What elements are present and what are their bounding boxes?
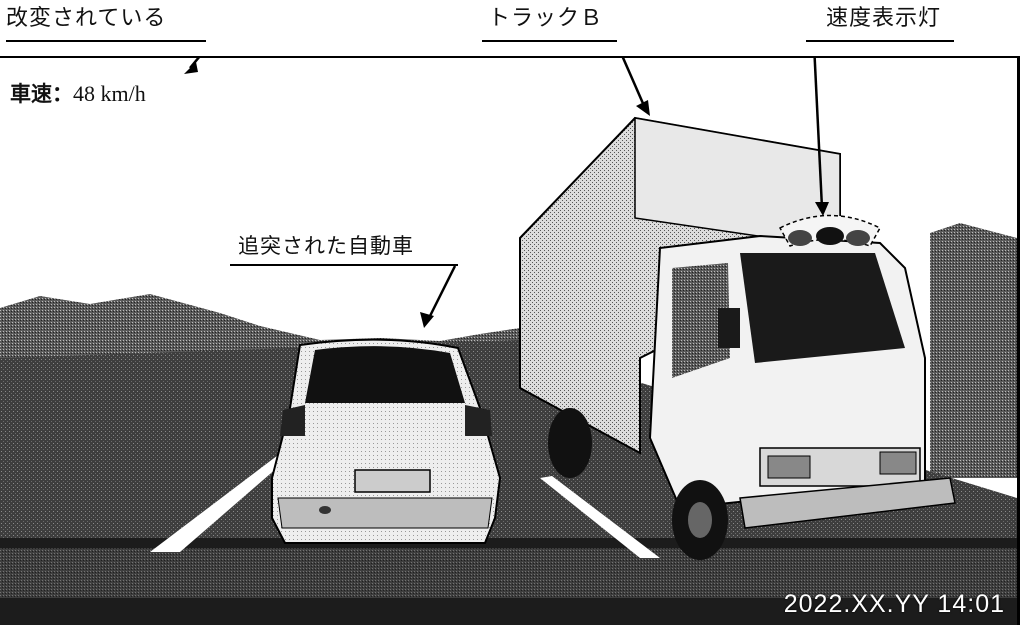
tampered-underline [6,40,206,42]
arrow-rear-ended-car [426,265,457,321]
speed-lamp-label: 速度表示灯 [826,6,942,31]
rear-ended-car [271,338,502,544]
speed-readout: 車速：48 km/h [10,78,146,108]
rear-ended-car-underline [230,264,458,266]
speed-value: 48 km/h [73,81,146,106]
speed-label: 車速 [10,81,52,106]
timestamp: 2022.XX.YY 14:01 [783,590,1005,618]
arrow-truck-b [621,58,647,109]
tampered-label: 改変されている [6,6,167,31]
pointer-arrows [189,58,824,321]
truck-b-underline [482,40,617,42]
truck-b-label: トラックＢ [488,6,604,31]
arrow-tampered [189,58,200,69]
rear-ended-car-label: 追突された自動車 [238,234,414,258]
speed-lamp-underline [806,40,954,42]
hills-right [930,223,1017,478]
dashcam-frame: 追突された自動車 2022.XX.YY 14:01 [0,56,1020,625]
arrow-speed-lamp [813,58,824,209]
truck-b [519,116,956,560]
lane-marking-right [540,476,660,558]
speed-separator: ： [52,81,73,106]
lane-marking-left [150,446,300,552]
road-scene [0,58,1017,625]
